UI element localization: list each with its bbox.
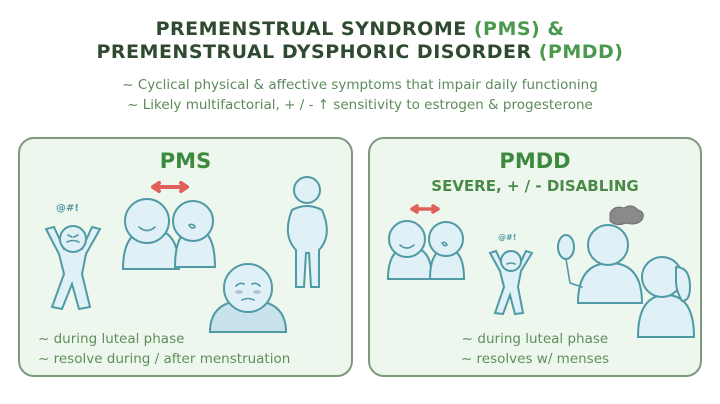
angry-person-icon: @#! bbox=[44, 203, 102, 311]
title-text-1: PREMENSTRUAL SYNDROME bbox=[155, 18, 467, 40]
pms-notes: ~ during luteal phase ~ resolve during /… bbox=[38, 329, 290, 369]
title-line-2: PREMENSTRUAL DYSPHORIC DISORDER (PMDD) bbox=[0, 41, 720, 63]
pmdd-notes: ~ during luteal phase ~ resolves w/ mens… bbox=[370, 329, 700, 369]
person-hand-head-icon bbox=[636, 256, 696, 338]
title-text-2: PREMENSTRUAL DYSPHORIC DISORDER bbox=[96, 41, 532, 63]
two-people-conflict-icon bbox=[121, 181, 217, 270]
pms-note-2: ~ resolve during / after menstruation bbox=[38, 351, 291, 367]
bloated-person-icon bbox=[286, 176, 328, 288]
title-highlight-pms: (PMS) bbox=[473, 18, 541, 40]
two-people-conflict-icon bbox=[386, 204, 466, 280]
sad-person-icon bbox=[208, 263, 288, 333]
pmdd-panel: PMDD SEVERE, + / - DISABLING @#! ~ durin… bbox=[368, 137, 702, 377]
title-ampersand: & bbox=[547, 18, 565, 40]
pms-panel: PMS @#! ~ during luteal phase ~ resolve … bbox=[18, 137, 353, 377]
angry-symbols: @#! bbox=[498, 233, 516, 242]
pmdd-note-2: ~ resolves w/ menses bbox=[460, 351, 610, 367]
pms-panel-title: PMS bbox=[159, 149, 212, 173]
person-mirror-cloud-icon bbox=[557, 205, 644, 304]
pms-note-1: ~ during luteal phase bbox=[38, 331, 185, 347]
pmdd-panel-title: PMDD bbox=[499, 149, 571, 173]
angry-symbols: @#! bbox=[56, 203, 79, 214]
pmdd-note-1: ~ during luteal phase bbox=[461, 331, 609, 347]
angry-person-icon: @#! bbox=[488, 233, 534, 316]
title-line-1: PREMENSTRUAL SYNDROME (PMS) & bbox=[0, 18, 720, 40]
header-bullet-2: ~ Likely multifactorial, + / - ↑ sensiti… bbox=[127, 97, 593, 113]
pmdd-panel-subtitle: SEVERE, + / - DISABLING bbox=[431, 177, 639, 195]
header-bullet-1: ~ Cyclical physical & affective symptoms… bbox=[122, 77, 598, 93]
title-highlight-pmdd: (PMDD) bbox=[538, 41, 624, 63]
